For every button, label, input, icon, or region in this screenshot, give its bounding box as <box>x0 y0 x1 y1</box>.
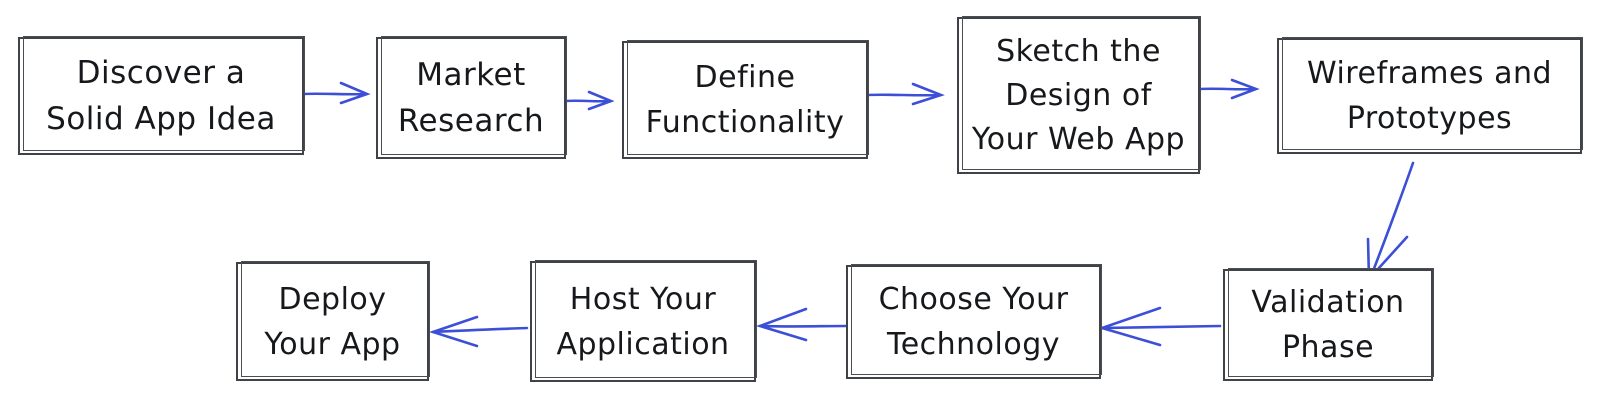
step-label: Choose Your Technology <box>878 282 1069 362</box>
step-label: Define Functionality <box>645 60 845 140</box>
arrow-s5-s6 <box>1366 161 1415 283</box>
arrow-s4-s5 <box>1198 78 1260 100</box>
step-label: Wireframes and Prototypes <box>1306 56 1553 136</box>
step-market-research[interactable]: Market Research <box>376 36 567 159</box>
step-host-application[interactable]: Host Your Application <box>530 260 757 382</box>
arrow-s3-s4 <box>866 82 945 106</box>
step-discover-app-idea[interactable]: Discover a Solid App Idea <box>18 36 305 155</box>
step-deploy-app[interactable]: Deploy Your App <box>236 261 430 381</box>
step-label: Market Research <box>397 57 545 139</box>
step-label: Host Your Application <box>556 281 730 362</box>
arrow-s6-s7 <box>1097 306 1222 347</box>
arrow-s2-s3 <box>564 90 615 111</box>
step-validation-phase[interactable]: Validation Phase <box>1223 268 1434 381</box>
step-label: Discover a Solid App Idea <box>46 55 276 137</box>
step-wireframes-prototypes[interactable]: Wireframes and Prototypes <box>1277 37 1583 154</box>
step-define-functionality[interactable]: Define Functionality <box>622 40 869 159</box>
step-label: Sketch the Design of Your Web App <box>971 33 1186 157</box>
arrow-s1-s2 <box>302 81 371 105</box>
arrow-s8-s9 <box>428 315 529 348</box>
arrow-s7-s8 <box>755 307 848 342</box>
step-label: Deploy Your App <box>264 281 401 362</box>
step-label: Validation Phase <box>1251 285 1405 365</box>
step-choose-technology[interactable]: Choose Your Technology <box>846 264 1102 379</box>
step-sketch-design[interactable]: Sketch the Design of Your Web App <box>957 16 1201 174</box>
